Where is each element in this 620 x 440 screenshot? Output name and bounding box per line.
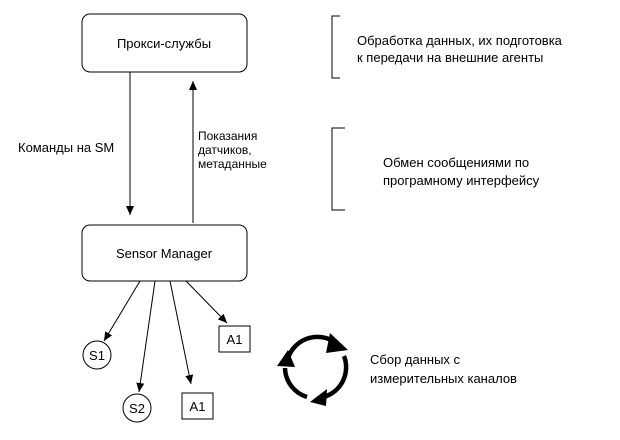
a1-lower-label: A1 [190, 399, 206, 414]
processing-annotation-line-1: Обработка данных, их подготовка [357, 33, 563, 48]
sensor-manager-node: Sensor Manager [81, 224, 248, 282]
s1-label: S1 [89, 348, 105, 363]
messaging-annotation-line-2: програмному интерфейсу [383, 173, 540, 188]
proxy-label: Прокси-службы [117, 36, 211, 51]
a1-upper-arrow [185, 280, 228, 324]
a1-upper-node: A1 [218, 325, 251, 353]
s2-label: S2 [129, 401, 145, 416]
s1-node: S1 [82, 340, 112, 370]
s2-node: S2 [122, 393, 152, 423]
processing-annotation-line-2: к передачи на внешние агенты [357, 50, 543, 65]
s1-arrow [103, 280, 141, 342]
collection-annotation-line-1: Сбор данных с [370, 352, 461, 367]
s2-arrow [136, 280, 156, 393]
processing-bracket [331, 15, 340, 79]
collection-annotation-line-2: измерительных каналов [370, 371, 517, 386]
a1-lower-node: A1 [181, 392, 214, 420]
a1-upper-label: A1 [227, 332, 243, 347]
readings-label-line-2: датчиков, [198, 143, 252, 157]
messaging-bracket [331, 127, 345, 211]
cycle-arrows-icon [277, 333, 349, 406]
proxy-node: Прокси-службы [81, 13, 248, 73]
sensor-manager-label: Sensor Manager [116, 246, 213, 261]
a1-lower-arrow [169, 280, 194, 385]
messaging-annotation-line-1: Обмен сообщениями по [383, 155, 529, 170]
readings-label-line-1: Показания [198, 129, 257, 143]
readings-label-line-3: метаданные [198, 157, 267, 171]
commands-label: Команды на SM [18, 140, 114, 155]
